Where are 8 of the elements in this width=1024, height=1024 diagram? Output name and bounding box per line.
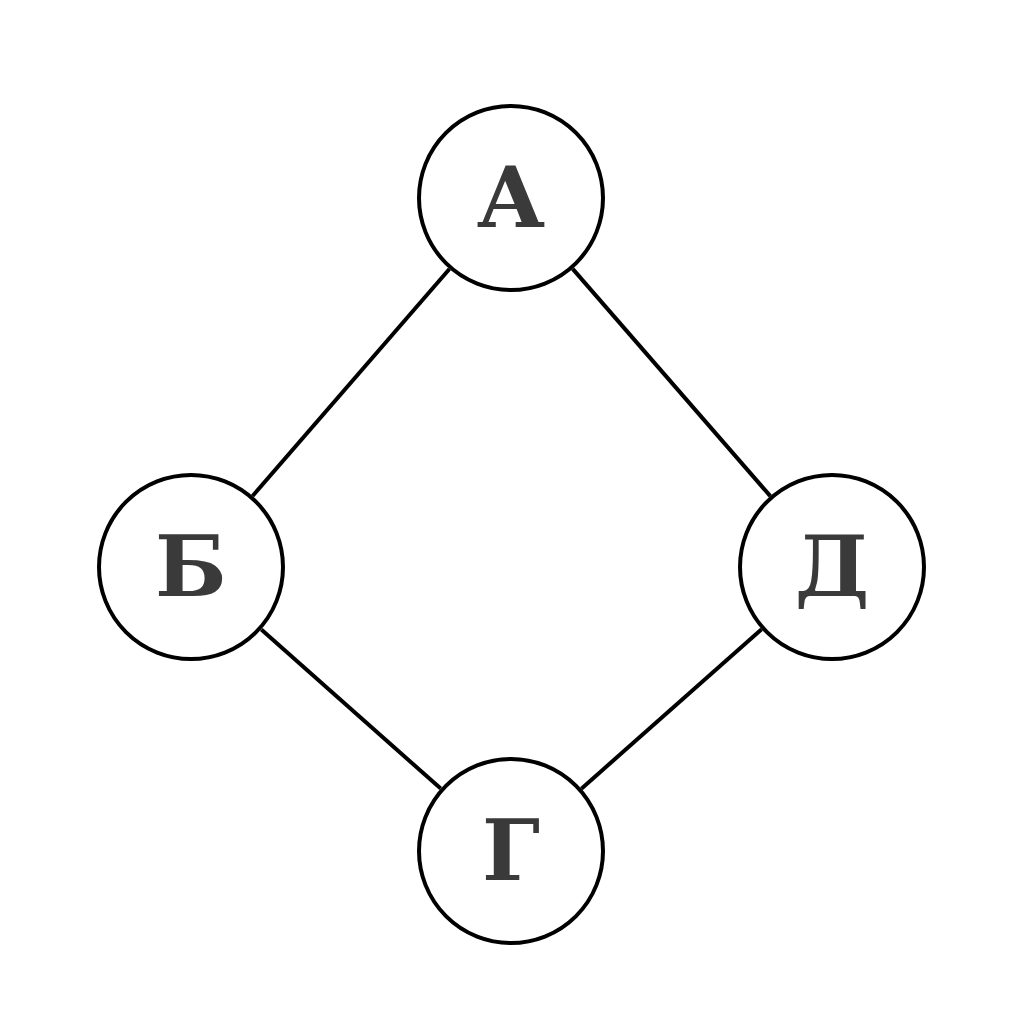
connector-line xyxy=(251,267,451,498)
node-label: А xyxy=(476,156,546,240)
node-label: Д xyxy=(794,525,870,609)
node-label: Г xyxy=(482,809,540,893)
connector-line xyxy=(571,267,772,498)
node-label: Б xyxy=(155,525,227,609)
connector-line xyxy=(580,627,763,791)
connector-line xyxy=(260,627,443,791)
